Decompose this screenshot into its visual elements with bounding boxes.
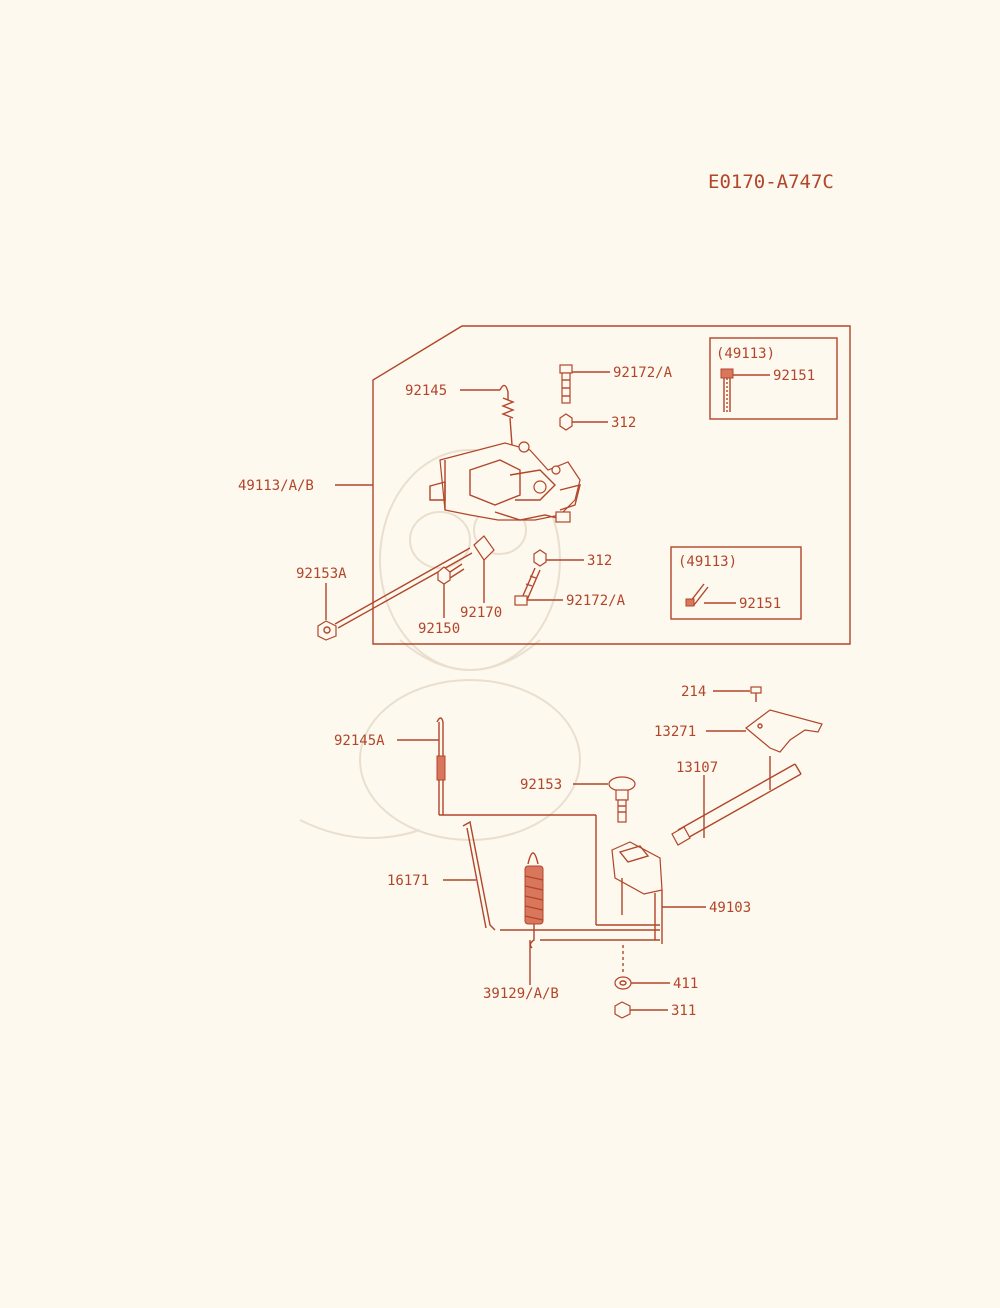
bolt-icon-inset2 xyxy=(685,583,709,607)
callout-49103: 49103 xyxy=(709,900,751,916)
spring-92145 xyxy=(499,384,515,446)
diagram-code: E0170-A747C xyxy=(708,171,834,193)
spring-39129 xyxy=(500,852,660,949)
callout-92172a-bottom: 92172/A xyxy=(566,593,626,609)
rod-16171 xyxy=(462,820,496,931)
callout-49113ab: 49113/A/B xyxy=(238,478,314,494)
callout-311: 311 xyxy=(671,1003,696,1019)
screw-214 xyxy=(750,686,762,702)
bolt-92172a-bottom xyxy=(514,567,541,606)
nut-311 xyxy=(614,1001,631,1019)
inset-box-lower xyxy=(670,546,802,620)
plate-13271 xyxy=(745,709,823,753)
nut-312-mid xyxy=(533,549,547,567)
callout-13107: 13107 xyxy=(676,760,718,776)
callout-214: 214 xyxy=(681,684,706,700)
callout-49113-inset2: (49113) xyxy=(678,554,737,570)
callout-13271: 13271 xyxy=(654,724,696,740)
inset-box-upper xyxy=(709,337,838,420)
callout-92153a: 92153A xyxy=(296,566,347,582)
bolt-92172a-top xyxy=(559,364,573,404)
spring-rod-92145a xyxy=(436,717,660,926)
bolt-92153a xyxy=(317,620,337,641)
bolt-icon-inset1 xyxy=(720,368,734,412)
callout-312-mid: 312 xyxy=(587,553,612,569)
callout-39129ab: 39129/A/B xyxy=(483,986,559,1002)
callout-92150: 92150 xyxy=(418,621,460,637)
lever-49103 xyxy=(611,841,663,944)
callout-92145: 92145 xyxy=(405,383,447,399)
callout-16171: 16171 xyxy=(387,873,429,889)
callout-92170: 92170 xyxy=(460,605,502,621)
control-bracket-49113 xyxy=(429,441,581,523)
callout-92145a: 92145A xyxy=(334,733,385,749)
callout-411: 411 xyxy=(673,976,698,992)
upper-panel-frame xyxy=(372,325,851,645)
bolt-92150 xyxy=(437,563,465,585)
callout-92151-inset2: 92151 xyxy=(739,596,781,612)
bolt-92153 xyxy=(608,776,636,823)
callout-92153: 92153 xyxy=(520,777,562,793)
callout-92172a-top: 92172/A xyxy=(613,365,673,381)
washer-411 xyxy=(614,976,632,990)
callout-92151-inset1: 92151 xyxy=(773,368,815,384)
callout-312-top: 312 xyxy=(611,415,636,431)
callout-49113-inset1: (49113) xyxy=(716,346,775,362)
collar-92170 xyxy=(473,535,495,561)
nut-312-top xyxy=(559,413,573,431)
control-rod xyxy=(334,547,471,625)
